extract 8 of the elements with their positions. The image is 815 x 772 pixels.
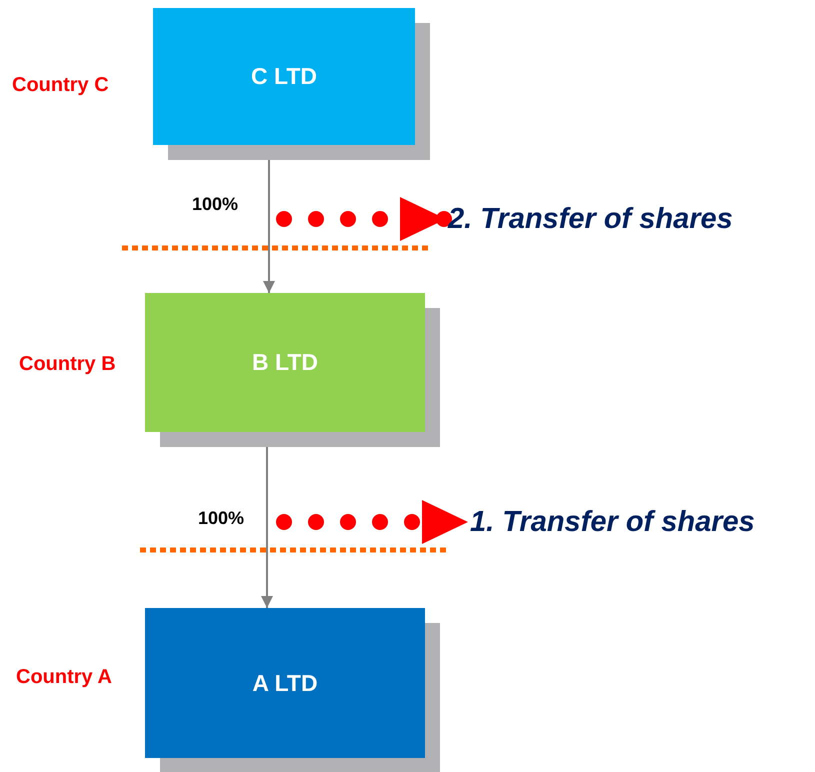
company-box: A LTD bbox=[145, 608, 425, 758]
country-label: Country B bbox=[19, 353, 116, 376]
country-label: Country A bbox=[16, 666, 112, 689]
country-label: Country C bbox=[12, 74, 109, 97]
transfer-label: 2. Transfer of shares bbox=[448, 202, 733, 236]
company-box: B LTD bbox=[145, 293, 425, 432]
company-box: C LTD bbox=[153, 8, 415, 145]
transfer-label: 1. Transfer of shares bbox=[470, 505, 755, 539]
